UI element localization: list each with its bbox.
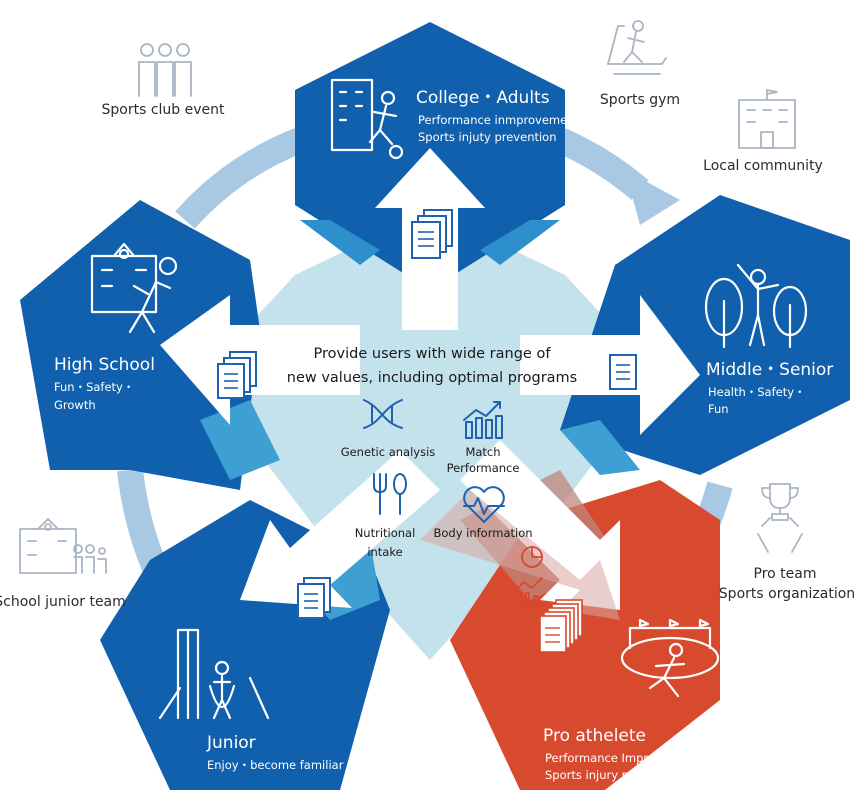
- high-title: High School: [54, 355, 155, 375]
- document-stack-icon: [411, 209, 453, 259]
- bar-chart-trend-icon: [463, 401, 503, 439]
- trees-stretch-icon: [704, 263, 808, 349]
- treadmill-runner-icon: [607, 20, 667, 75]
- dna-icon: [363, 399, 403, 429]
- heart-pulse-icon: [463, 486, 505, 523]
- junior-title: Junior: [206, 733, 256, 753]
- community-label: Local community: [703, 158, 823, 174]
- pro-team-label-2: Sports organization: [719, 586, 855, 602]
- college-title: College・Adults: [416, 88, 550, 108]
- pentagon-middle: [560, 195, 850, 475]
- pentagon-high: [20, 200, 280, 490]
- gym-label: Sports gym: [600, 92, 680, 108]
- match-performance-label-1: Match: [465, 445, 500, 459]
- building-flag-icon: [738, 89, 796, 149]
- school-family-icon: [19, 518, 107, 574]
- match-performance-label-2: Performance: [447, 461, 520, 475]
- playground-jumprope-icon: [158, 628, 270, 720]
- middle-sub1: Health・Safety・: [708, 385, 806, 399]
- pie-chart-icon: [521, 546, 543, 568]
- pro-title: Pro athelete: [543, 726, 646, 746]
- fork-spoon-icon: [373, 473, 407, 515]
- pro-arrow-shadow: [420, 490, 620, 620]
- pro-document-stack-icon: [539, 599, 583, 653]
- high-sub1: Fun・Safety・: [54, 380, 134, 394]
- center-title-line1: Provide users with wide range of: [314, 346, 552, 362]
- college-sub2: Sports injuty prevention: [418, 130, 557, 144]
- trophy-hands-icon: [757, 483, 803, 553]
- nutritional-intake-label-2: intake: [367, 545, 402, 559]
- center-area: [230, 210, 630, 660]
- genetic-analysis-label: Genetic analysis: [341, 445, 436, 459]
- people-group-icon: [138, 43, 192, 97]
- pro-sub2: Sports injury prevention: [545, 768, 684, 782]
- stadium-runner-icon: [620, 618, 720, 698]
- building-soccer-icon: [330, 78, 404, 160]
- nutritional-intake-label-1: Nutritional: [355, 526, 416, 540]
- document-icon: [297, 577, 331, 619]
- junior-sub1: Enjoy・become familiar: [207, 758, 344, 772]
- body-information-label: Body information: [433, 526, 532, 540]
- high-sub2: Growth: [54, 398, 96, 412]
- college-sub1: Performance inmprovement: [418, 113, 579, 127]
- school-junior-label: School junior team: [0, 594, 126, 610]
- center-title-line2: new values, including optimal programs: [287, 370, 578, 386]
- document-icon: [609, 354, 637, 390]
- middle-title: Middle・Senior: [706, 360, 833, 380]
- club-label: Sports club event: [102, 102, 226, 118]
- pro-sub1: Performance Improvement: [545, 751, 699, 765]
- pro-team-label-1: Pro team: [754, 566, 817, 582]
- school-volleyball-icon: [90, 242, 178, 334]
- middle-sub2: Fun: [708, 402, 729, 416]
- line-chart-icon: [515, 577, 545, 605]
- document-stack-icon: [217, 351, 257, 399]
